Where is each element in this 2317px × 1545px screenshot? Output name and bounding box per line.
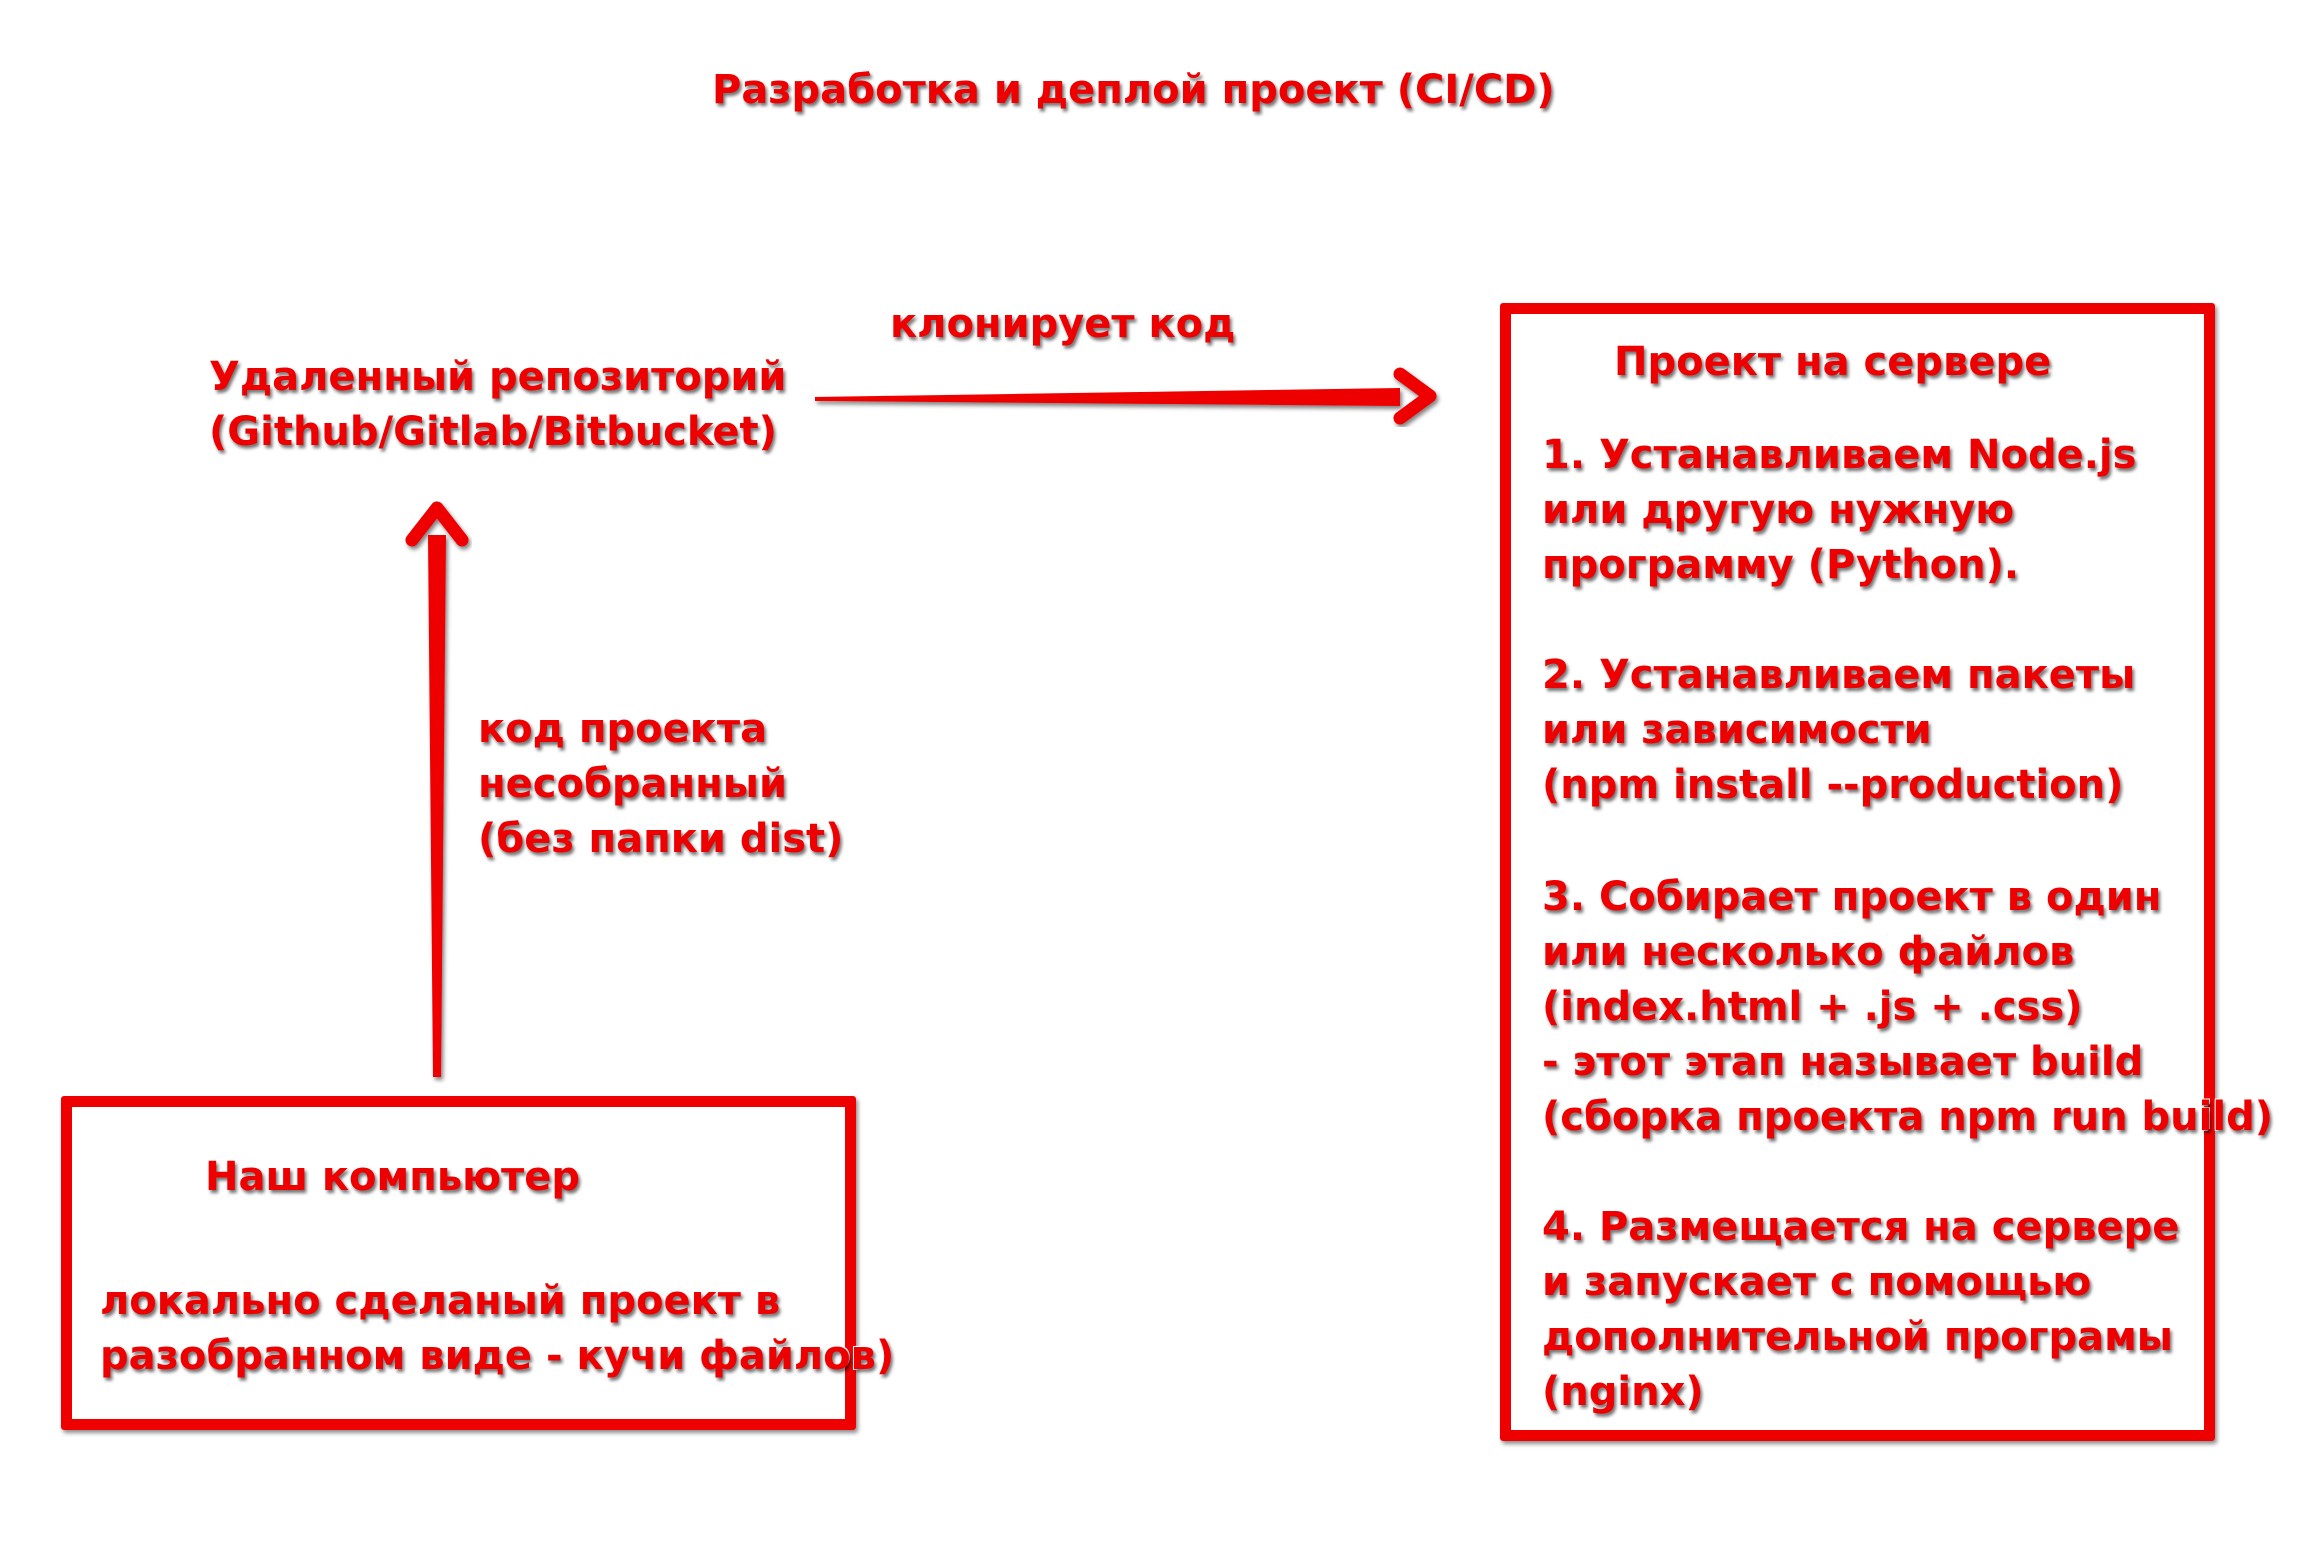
remote-repo-label: Удаленный репозиторий: [209, 354, 787, 400]
step-4-line-1: 4. Размещается на сервере: [1542, 1204, 2180, 1250]
clone-arrow-head: [1393, 367, 1437, 425]
push-arrow-shaft: [428, 535, 446, 1077]
step-1-line-1: 1. Устанавливаем Node.js: [1542, 432, 2137, 478]
push-edge-label-line-3: (без папки dist): [478, 816, 844, 862]
step-3-line-2: или несколько файлов: [1542, 929, 2075, 975]
step-4-line-2: и запускает с помощью: [1542, 1259, 2092, 1305]
server-project-title: Проект на сервере: [1614, 339, 2052, 385]
step-1-line-3: программу (Python).: [1542, 542, 2020, 588]
clone-edge-label: клонирует код: [890, 301, 1236, 347]
step-4-line-4: (nginx): [1542, 1369, 1704, 1415]
step-1-line-2: или другую нужную: [1542, 487, 2015, 533]
push-edge-label-line-2: несобранный: [478, 761, 787, 807]
clone-arrow-shaft: [815, 388, 1400, 406]
our-computer-title: Наш компьютер: [205, 1154, 580, 1200]
clone-arrow: [815, 367, 1437, 425]
server-project-box: [1500, 303, 2215, 1441]
push-arrow: [405, 501, 469, 1077]
remote-repo-sublabel: (Github/Gitlab/Bitbucket): [209, 409, 777, 455]
push-arrow-head: [405, 501, 469, 547]
our-computer-box: [61, 1096, 856, 1430]
step-4-line-3: дополнительной програмы: [1542, 1314, 2173, 1360]
step-2-line-3: (npm install --production): [1542, 762, 2124, 808]
step-3-line-5: (сборка проекта npm run build): [1542, 1094, 2273, 1140]
step-3-line-4: - этот этап называет build: [1542, 1039, 2144, 1085]
push-edge-label-line-1: код проекта: [478, 706, 768, 752]
step-2-line-1: 2. Устанавливаем пакеты: [1542, 652, 2136, 698]
step-3-line-3: (index.html + .js + .css): [1542, 984, 2083, 1030]
our-computer-desc-line-2: разобранном виде - кучи файлов): [100, 1333, 895, 1379]
step-2-line-2: или зависимости: [1542, 707, 1932, 753]
our-computer-desc-line-1: локально сделаный проект в: [100, 1278, 781, 1324]
step-3-line-1: 3. Собирает проект в один: [1542, 874, 2162, 920]
diagram-title: Разработка и деплой проект (CI/CD): [712, 67, 1555, 113]
